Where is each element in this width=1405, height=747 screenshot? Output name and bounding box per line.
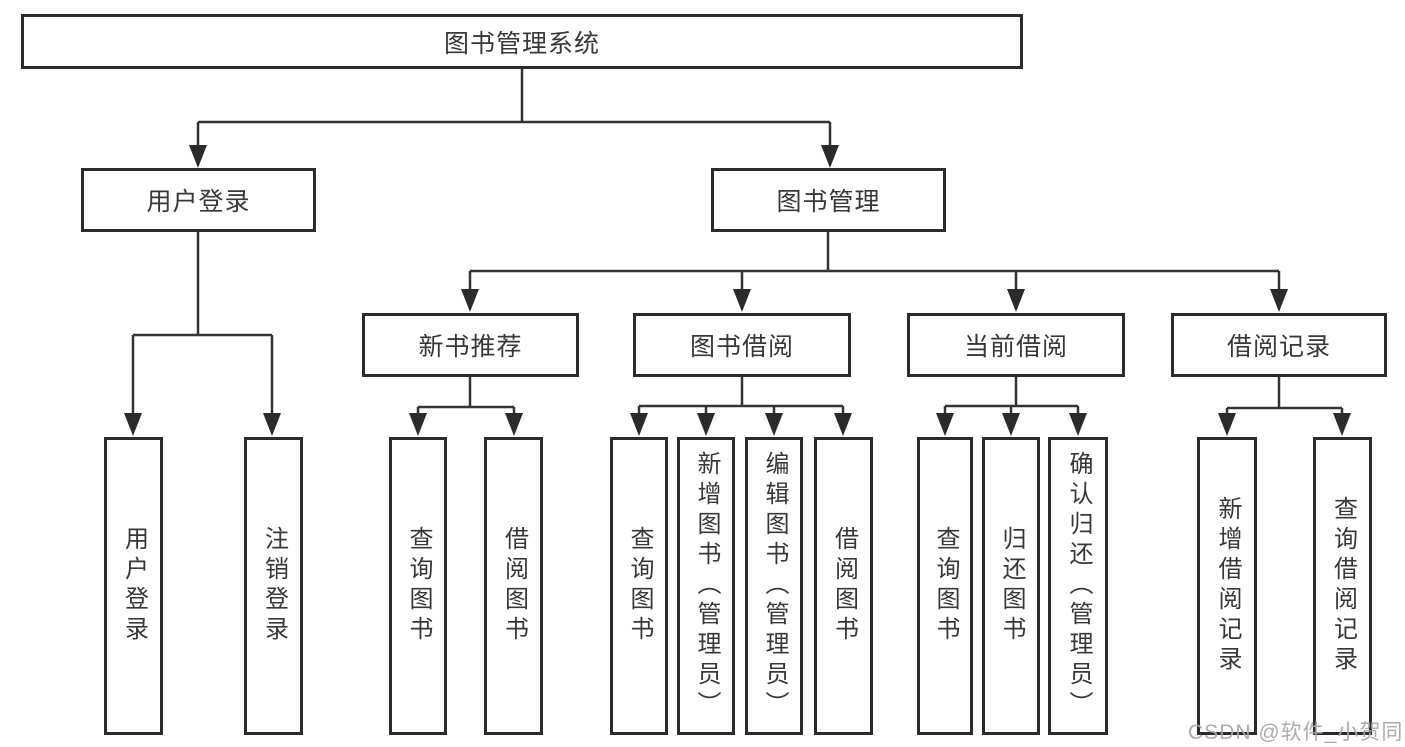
leaf-label: 查询图书 xyxy=(405,526,432,646)
arrowhead-icons xyxy=(124,145,1351,436)
leaf-label: 编辑图书（管理员） xyxy=(761,451,788,721)
node-new-book-recommendation: 新书推荐 xyxy=(362,313,579,377)
leaf-add-borrow-record: 新增借阅记录 xyxy=(1197,437,1257,735)
leaf-label: 归还图书 xyxy=(998,526,1025,646)
leaf-query-borrow-record: 查询借阅记录 xyxy=(1313,437,1372,735)
leaf-label: 借阅图书 xyxy=(500,526,528,646)
node-label: 图书管理 xyxy=(776,188,881,216)
leaf-label: 查询借阅记录 xyxy=(1329,496,1357,676)
leaf-query-books-recommend: 查询图书 xyxy=(389,437,447,735)
csdn-watermark: CSDN @软件_小贺同学 xyxy=(1188,721,1405,744)
leaf-label: 用户登录 xyxy=(120,526,148,646)
node-label: 图书借阅 xyxy=(689,333,794,361)
leaf-label: 借阅图书 xyxy=(830,526,858,646)
leaf-return-books: 归还图书 xyxy=(982,437,1040,735)
node-label: 图书管理系统 xyxy=(443,29,600,58)
leaf-query-books-borrowing: 查询图书 xyxy=(610,437,668,735)
leaf-logout: 注销登录 xyxy=(244,437,303,735)
leaf-confirm-return-admin: 确认归还（管理员） xyxy=(1048,437,1108,735)
leaf-label: 确认归还（管理员） xyxy=(1065,451,1092,721)
leaf-borrow-books: 借阅图书 xyxy=(814,437,873,735)
leaf-label: 查询图书 xyxy=(626,526,653,646)
leaf-label: 注销登录 xyxy=(260,526,288,646)
leaf-label: 查询图书 xyxy=(932,526,959,646)
node-current-borrowing: 当前借阅 xyxy=(907,313,1125,377)
leaf-user-login: 用户登录 xyxy=(104,437,163,735)
connector-lines xyxy=(131,69,1344,416)
node-book-management: 图书管理 xyxy=(711,168,946,232)
node-label: 借阅记录 xyxy=(1226,333,1331,361)
node-label: 新书推荐 xyxy=(418,333,523,361)
leaf-label: 新增借阅记录 xyxy=(1214,496,1241,676)
leaf-query-books-current: 查询图书 xyxy=(917,437,973,735)
node-label: 当前借阅 xyxy=(963,333,1068,361)
node-borrowing-records: 借阅记录 xyxy=(1171,313,1387,377)
leaf-edit-books-admin: 编辑图书（管理员） xyxy=(745,437,803,735)
leaf-borrow-books-recommend: 借阅图书 xyxy=(484,437,543,735)
node-label: 用户登录 xyxy=(146,188,251,216)
node-system-root: 图书管理系统 xyxy=(21,14,1023,69)
node-book-borrowing: 图书借阅 xyxy=(633,313,851,377)
leaf-label: 新增图书（管理员） xyxy=(693,451,720,721)
node-user-login: 用户登录 xyxy=(81,168,316,232)
leaf-add-books-admin: 新增图书（管理员） xyxy=(677,437,735,735)
